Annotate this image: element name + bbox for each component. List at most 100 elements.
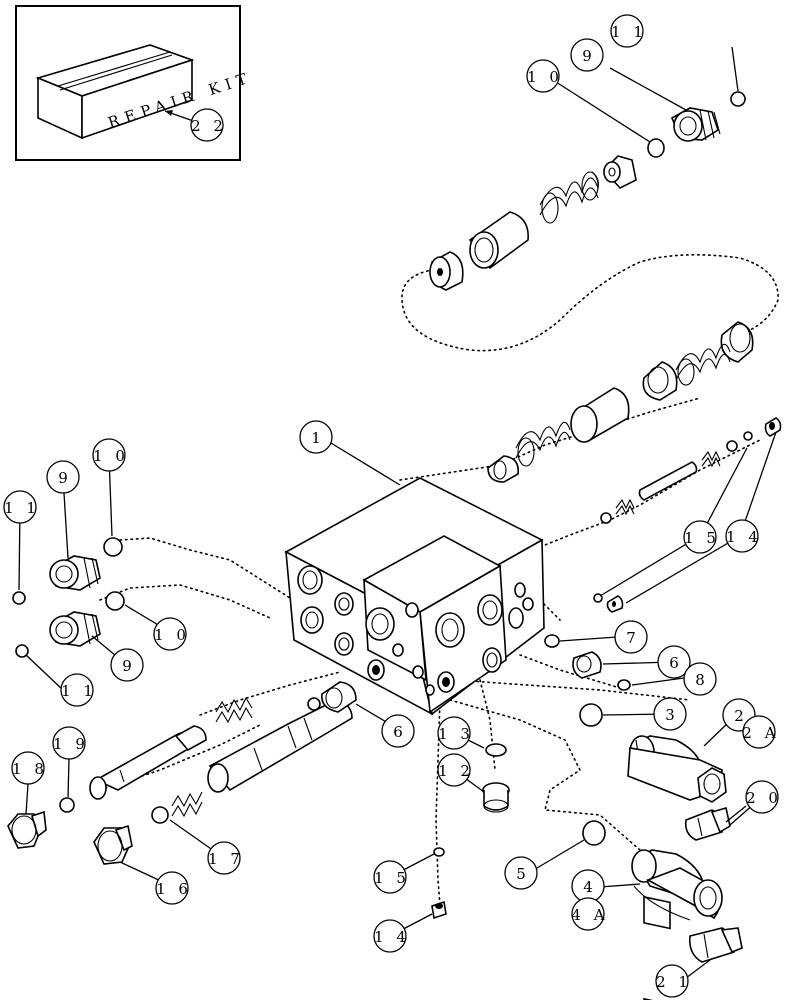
callout-1-bubble	[299, 420, 333, 454]
spool-upper	[89, 725, 207, 800]
mid-cap	[720, 321, 754, 363]
o-ring-19	[59, 797, 75, 813]
spool-lower	[207, 699, 353, 793]
mid-spring-2	[515, 421, 571, 467]
callout-15-lower: 1 5	[374, 869, 410, 887]
o-ring-8	[617, 679, 631, 691]
plug-14-lower	[431, 900, 447, 920]
solenoid-2	[627, 735, 727, 930]
mid-spring	[675, 343, 731, 386]
o-ring-5	[582, 820, 606, 846]
callout-19-bubble	[52, 726, 86, 760]
callout-4a: 4 A	[571, 906, 608, 924]
callout-19: 1 9	[53, 735, 89, 753]
plug-16	[93, 824, 133, 865]
right-small-parts	[593, 417, 782, 613]
callout-22-bubble	[190, 108, 224, 142]
callout-16-bubble	[155, 871, 189, 905]
callout-11-top: 1 1	[611, 23, 647, 41]
o-ring-17	[151, 806, 169, 824]
repair-kit-box	[35, 44, 195, 140]
callout-10-top-bubble	[526, 59, 560, 93]
callout-14-lower: 1 4	[374, 928, 410, 946]
callout-17-bubble	[207, 841, 241, 875]
repair-kit-inset: REPAIR KIT	[15, 5, 255, 161]
callout-18: 1 8	[12, 760, 48, 778]
seat-15-lower	[433, 847, 445, 857]
callout-9-left-bubble	[46, 460, 80, 494]
small-spring-b	[615, 498, 635, 516]
middle-cartridge-assembly	[487, 321, 754, 483]
callout-16: 1 6	[156, 880, 192, 898]
callout-2a-bubble	[742, 715, 776, 749]
pin	[638, 461, 698, 501]
fitting-6-left	[321, 681, 357, 713]
callout-2: 2	[734, 707, 748, 725]
callout-9-left: 9	[58, 469, 72, 487]
callout-15-lower-bubble	[373, 860, 407, 894]
top-o-ring-10	[647, 138, 665, 158]
callout-20-bubble	[745, 780, 779, 814]
top-o-ring-11	[730, 91, 746, 107]
callout-6-left-bubble	[381, 714, 415, 748]
callout-9-top-bubble	[570, 38, 604, 72]
callout-10-left: 1 0	[93, 447, 129, 465]
mid-poppet	[642, 361, 678, 401]
o-ring-10-left-upper	[103, 537, 123, 557]
callout-11-mid-bubble	[60, 673, 94, 707]
o-ring-7-left	[307, 697, 321, 711]
callout-12-bubble	[437, 753, 471, 787]
left-fitting-lower	[49, 611, 101, 647]
callout-8-bubble	[683, 662, 717, 696]
callout-7-right: 7	[626, 629, 640, 647]
plug-18	[7, 810, 47, 849]
callout-5-lower-bubble	[504, 856, 538, 890]
callout-4a-bubble	[571, 897, 605, 931]
solenoid-4	[631, 849, 723, 1004]
o-ring-7-right	[544, 634, 560, 648]
callout-15-right-bubble	[683, 520, 717, 554]
callout-13: 1 3	[438, 725, 474, 743]
plug-14-top	[764, 417, 782, 437]
top-sleeve	[468, 211, 529, 270]
callout-2a: 2 A	[742, 724, 779, 742]
callout-21-bubble	[655, 964, 689, 998]
callout-5-lower: 5	[516, 865, 530, 883]
callout-6-right-bubble	[657, 645, 691, 679]
assembly-paths	[99, 254, 779, 906]
spring-lower-left	[171, 791, 203, 818]
o-ring-3	[579, 703, 603, 727]
callout-bubbles	[3, 14, 779, 998]
top-spring	[539, 171, 599, 224]
spring-upper-left	[215, 696, 253, 724]
callout-7-right-bubble	[614, 620, 648, 654]
callout-21: 2 1	[656, 973, 692, 991]
callout-14-right: 1 4	[726, 528, 762, 546]
mid-seat	[487, 455, 520, 483]
callout-22: 2 2	[191, 117, 227, 135]
left-fitting-upper	[49, 555, 101, 591]
callout-10-mid-bubble	[153, 617, 187, 651]
ball-b	[600, 512, 612, 524]
plug-12	[482, 782, 510, 813]
callout-9-mid-bubble	[110, 648, 144, 682]
ball-c	[743, 431, 753, 441]
callout-15-right: 1 5	[684, 529, 720, 547]
callout-11-left: 1 1	[4, 499, 40, 517]
callout-6-right: 6	[669, 654, 683, 672]
callout-20: 2 0	[746, 789, 782, 807]
callout-10-left-bubble	[92, 438, 126, 472]
callout-4: 4	[583, 878, 597, 896]
callout-18-bubble	[11, 751, 45, 785]
mid-sleeve	[570, 387, 630, 443]
callout-17: 1 7	[208, 850, 244, 868]
o-ring-10-left-lower	[105, 591, 125, 611]
callout-3: 3	[665, 706, 679, 724]
callout-13-bubble	[437, 716, 471, 750]
callout-11-top-bubble	[610, 14, 644, 48]
callout-9-mid: 9	[122, 657, 136, 675]
ball-a	[726, 440, 738, 452]
callout-8: 8	[695, 671, 709, 689]
connector-21	[688, 927, 743, 963]
top-fitting-9	[670, 107, 721, 142]
